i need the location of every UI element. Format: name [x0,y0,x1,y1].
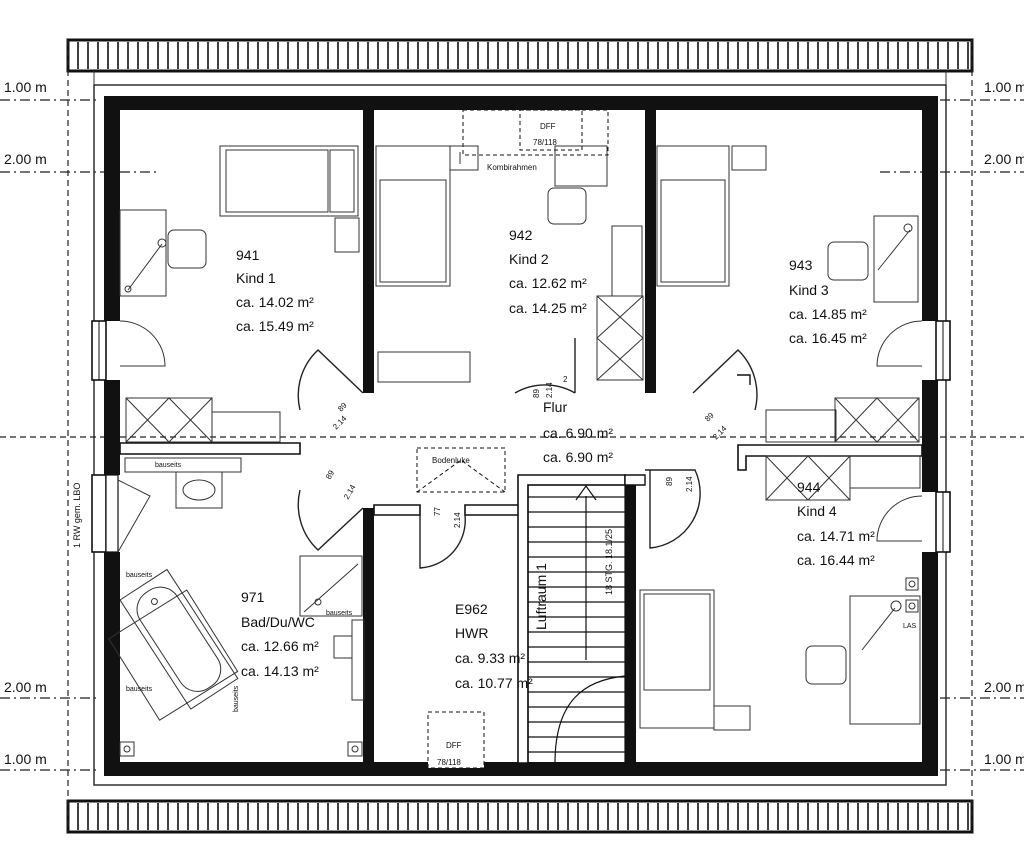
furniture-kind2 [375,145,644,383]
room-area: ca. 14.02 m² [236,294,314,310]
svg-text:Bodenluke: Bodenluke [432,456,470,465]
svg-text:2: 2 [563,375,568,384]
room-flur: Flur ca. 6.90 m² ca. 6.90 m² [543,399,613,465]
bodenluke: Bodenluke [416,447,506,493]
room-number: 941 [236,247,260,263]
svg-text:2.14: 2.14 [545,382,554,398]
svg-text:DFF: DFF [446,741,462,750]
roof-outline [93,84,947,786]
room-area: ca. 9.33 m² [455,650,525,666]
furniture-bath [108,457,365,757]
room-bad: 971 Bad/Du/WC ca. 12.66 m² ca. 14.13 m² [241,589,319,679]
room-number: 943 [789,257,813,273]
partition-walls [119,374,923,764]
luftraum-label: Luftraum 1 [533,563,549,630]
svg-text:2.14: 2.14 [453,512,462,528]
room-number: 944 [797,479,821,495]
stairs-label: 18 STG. 18.1/25 [604,529,614,595]
rw-label: 1 RW gem. LBO [72,483,82,548]
svg-text:bauseits: bauseits [126,572,153,579]
room-name: Kind 2 [509,251,549,267]
room-area: ca. 10.77 m² [455,675,533,691]
room-name: Bad/Du/WC [241,614,315,630]
level-left-1: 1.00 m [4,79,47,95]
svg-text:89: 89 [532,389,541,398]
svg-text:89: 89 [665,477,674,486]
svg-text:89: 89 [324,468,337,481]
bottom-eave [66,799,974,834]
svg-text:DFF: DFF [540,122,556,131]
room-kind2: 942 Kind 2 ca. 12.62 m² ca. 14.25 m² [509,227,587,316]
furniture-kind1 [119,145,360,443]
room-name: HWR [455,625,488,641]
level-right-2: 2.00 m [984,151,1024,167]
svg-text:89: 89 [703,410,716,423]
room-area: ca. 12.62 m² [509,275,587,291]
skylight-top: DFF 78/118 [462,109,609,156]
room-kind3: 943 Kind 3 ca. 14.85 m² ca. 16.45 m² [789,257,867,346]
svg-text:bauseits: bauseits [233,685,240,712]
level-left-4: 1.00 m [4,751,47,767]
room-area: ca. 12.66 m² [241,638,319,654]
room-name: Kind 4 [797,503,837,519]
room-number: E962 [455,601,488,617]
room-area: ca. 16.45 m² [789,330,867,346]
room-kind1: 941 Kind 1 ca. 14.02 m² ca. 15.49 m² [236,247,314,334]
room-kind4: 944 Kind 4 ca. 14.71 m² ca. 16.44 m² [797,479,875,568]
furniture-kind3 [656,145,920,443]
interior-walls [363,110,656,763]
las-label: LAS [903,623,917,630]
top-eave [66,38,974,73]
svg-text:89: 89 [336,400,349,413]
level-right-4: 1.00 m [984,751,1024,767]
room-area: ca. 14.85 m² [789,306,867,322]
svg-text:78/118: 78/118 [533,138,557,147]
svg-text:2.14: 2.14 [711,424,729,442]
svg-text:2.14: 2.14 [331,414,349,432]
bauseits-labels: bauseits bauseits bauseits bauseits baus… [126,462,353,712]
svg-text:2.14: 2.14 [342,483,358,501]
skylight-bottom: DFF 78/118 [427,711,485,769]
side-windows [91,320,951,553]
svg-text:bauseits: bauseits [155,462,182,469]
room-area: ca. 16.44 m² [797,552,875,568]
svg-text:77: 77 [433,507,442,516]
window-swings [117,320,923,553]
kombirahmen-label: Kombirahmen [487,163,537,172]
room-number: 971 [241,589,265,605]
svg-text:78/118: 78/118 [437,758,461,767]
room-area: ca. 6.90 m² [543,449,613,465]
staircase [527,484,626,764]
level-right-1: 1.00 m [984,79,1024,95]
room-area: ca. 14.71 m² [797,528,875,544]
doors [297,338,758,569]
room-name: Flur [543,399,567,415]
svg-text:bauseits: bauseits [326,610,353,617]
room-name: Kind 3 [789,282,829,298]
room-number: 942 [509,227,533,243]
room-area: ca. 14.25 m² [509,300,587,316]
furniture-kind4 [639,455,921,731]
room-area: ca. 15.49 m² [236,318,314,334]
room-hwr: E962 HWR ca. 9.33 m² ca. 10.77 m² [455,601,533,691]
level-left-3: 2.00 m [4,679,47,695]
level-right-3: 2.00 m [984,679,1024,695]
room-name: Kind 1 [236,270,276,286]
level-left-2: 2.00 m [4,151,47,167]
room-area: ca. 14.13 m² [241,663,319,679]
level-lines [0,99,1024,771]
svg-text:bauseits: bauseits [126,686,153,693]
room-area: ca. 6.90 m² [543,425,613,441]
svg-text:2.14: 2.14 [685,476,694,492]
exterior-walls [104,96,938,776]
